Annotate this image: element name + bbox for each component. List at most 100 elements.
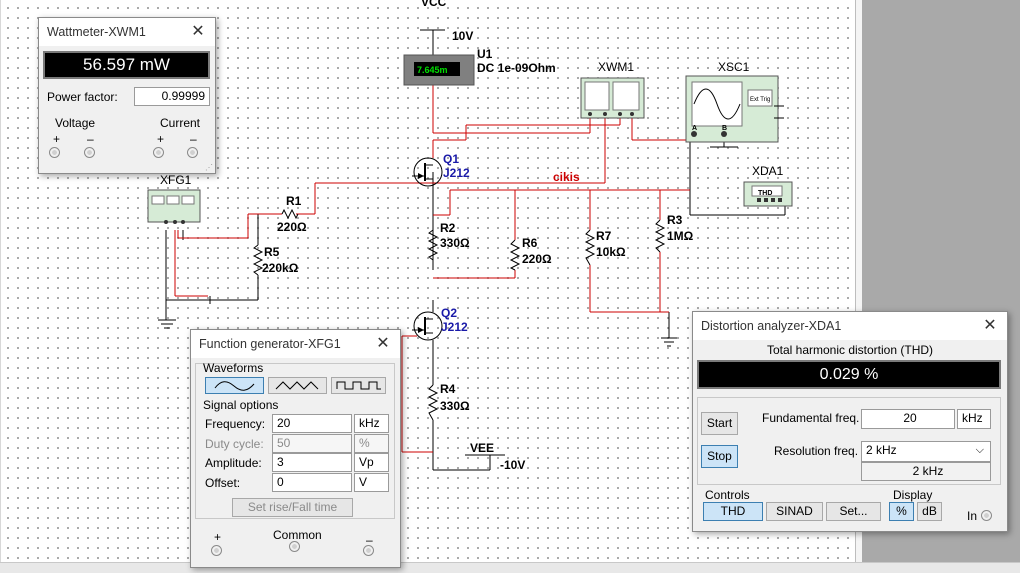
distortion-analyzer-title: Distortion analyzer-XDA1 — [701, 319, 842, 333]
output-plus-terminal[interactable] — [211, 545, 222, 556]
chevron-down-icon: ⌵ — [975, 444, 984, 456]
common-terminal[interactable] — [289, 541, 300, 552]
r4-name: R4 — [440, 382, 456, 396]
vee-label: VEE — [470, 441, 494, 455]
voltage-label: Voltage — [55, 116, 96, 130]
thd-display: 0.029 % — [697, 360, 1001, 389]
r3-name: R3 — [667, 213, 683, 227]
q1-name: Q1 — [443, 152, 459, 166]
amplitude-unit[interactable]: Vp — [354, 453, 389, 472]
amplitude-input[interactable]: 3 — [272, 453, 352, 472]
fundamental-freq-unit[interactable]: kHz — [957, 409, 991, 429]
square-wave-button[interactable] — [331, 377, 386, 394]
wattmeter-title: Wattmeter-XWM1 — [47, 25, 146, 39]
voltage-plus-label: + — [53, 132, 61, 146]
frequency-input[interactable]: 20 — [272, 414, 352, 433]
xsc1-b-label: B — [722, 125, 727, 132]
start-button[interactable]: Start — [701, 412, 738, 435]
output-minus-terminal[interactable] — [363, 545, 374, 556]
function-generator-title: Function generator-XFG1 — [199, 337, 341, 351]
r4-value: 330Ω — [440, 399, 470, 413]
xda1-name: XDA1 — [752, 164, 784, 178]
q1-symbol — [412, 157, 443, 187]
current-minus-terminal[interactable] — [187, 147, 198, 158]
set-rise-fall-button: Set rise/Fall time — [232, 498, 353, 517]
schematic-drawing: VCC 10V U1 DC 1e-09Ohm 7.645m Q1 J212 Q2… — [0, 0, 793, 562]
xfg1-name: XFG1 — [160, 173, 192, 187]
xsc1-a-label: A — [692, 125, 697, 132]
voltage-plus-terminal[interactable] — [49, 147, 60, 158]
offset-unit[interactable]: V — [354, 473, 389, 492]
canvas-right-border — [855, 0, 863, 572]
q2-model: J212 — [441, 320, 468, 334]
fundamental-freq-input[interactable]: 20 — [861, 409, 955, 429]
resolution-freq-label: Resolution freq. — [774, 444, 859, 458]
vcc-label: VCC — [421, 0, 447, 9]
power-factor-label: Power factor: — [47, 90, 118, 104]
close-icon[interactable]: ✕ — [191, 23, 205, 40]
wattmeter-titlebar[interactable]: Wattmeter-XWM1 ✕ — [39, 18, 215, 46]
fundamental-freq-label: Fundamental freq. — [762, 411, 860, 425]
vcc-value: 10V — [452, 29, 473, 43]
offset-label: Offset: — [205, 476, 241, 490]
function-generator-titlebar[interactable]: Function generator-XFG1 ✕ — [191, 330, 400, 358]
current-minus-label: – — [190, 132, 197, 146]
percent-button[interactable]: % — [889, 502, 914, 521]
stop-button[interactable]: Stop — [701, 445, 738, 468]
xda1-body[interactable] — [743, 181, 793, 207]
xsc1-body[interactable] — [685, 75, 784, 143]
close-icon[interactable]: ✕ — [983, 317, 997, 334]
close-icon[interactable]: ✕ — [376, 335, 390, 352]
current-plus-terminal[interactable] — [153, 147, 164, 158]
xfg1-body[interactable] — [147, 189, 201, 224]
input-terminal[interactable] — [981, 510, 992, 521]
current-plus-label: + — [157, 132, 165, 146]
xda1-thd-label: THD — [758, 190, 772, 197]
distortion-analyzer-titlebar[interactable]: Distortion analyzer-XDA1 ✕ — [693, 312, 1007, 340]
resolution-freq-select[interactable]: 2 kHz ⌵ — [861, 441, 991, 462]
resistor-symbols — [252, 208, 666, 421]
controls-label: Controls — [705, 488, 750, 502]
red-wires — [174, 85, 690, 453]
q2-symbol — [412, 311, 443, 341]
amplitude-label: Amplitude: — [205, 456, 262, 470]
triangle-wave-button[interactable] — [268, 377, 327, 394]
xwm1-body[interactable] — [580, 77, 645, 119]
input-label: In — [967, 509, 978, 523]
display-label: Display — [893, 488, 933, 502]
thd-header: Total harmonic distortion (THD) — [766, 343, 934, 357]
function-generator-window[interactable]: Function generator-XFG1 ✕ Waveforms Sign… — [190, 329, 401, 568]
sine-wave-button[interactable] — [205, 377, 264, 394]
r7-value: 10kΩ — [596, 245, 626, 259]
distortion-analyzer-window[interactable]: Distortion analyzer-XDA1 ✕ Total harmoni… — [692, 311, 1008, 532]
duty-cycle-input: 50 — [272, 434, 352, 453]
wattmeter-window[interactable]: Wattmeter-XWM1 ✕ 56.597 mW Power factor:… — [38, 17, 216, 174]
xsc1-ext-trig: Ext Trig — [750, 97, 770, 103]
resize-grip-icon[interactable]: ⋰ — [205, 163, 213, 172]
triangle-wave-icon — [275, 381, 319, 390]
sinad-button[interactable]: SINAD — [766, 502, 823, 521]
db-button[interactable]: dB — [917, 502, 942, 521]
r5-value: 220kΩ — [262, 261, 299, 275]
r7-name: R7 — [596, 229, 612, 243]
signal-options-label: Signal options — [203, 398, 279, 412]
resolution-freq-selected: 2 kHz — [866, 443, 897, 457]
r6-value: 220Ω — [522, 252, 552, 266]
frequency-unit[interactable]: kHz — [354, 414, 389, 433]
net-label-cikis: cikis — [553, 170, 580, 184]
waveforms-label: Waveforms — [203, 361, 264, 375]
resolution-freq-display: 2 kHz — [861, 462, 991, 481]
horizontal-scrollbar[interactable] — [0, 562, 1020, 573]
r5-name: R5 — [264, 245, 280, 259]
r3-value: 1MΩ — [667, 229, 694, 243]
frequency-label: Frequency: — [205, 417, 266, 431]
thd-button[interactable]: THD — [703, 502, 763, 521]
power-factor-value: 0.99999 — [134, 87, 210, 106]
q1-model: J212 — [443, 166, 470, 180]
xwm1-name: XWM1 — [598, 60, 634, 74]
voltage-minus-terminal[interactable] — [84, 147, 95, 158]
set-button[interactable]: Set... — [826, 502, 881, 521]
options-group — [195, 363, 395, 519]
offset-input[interactable]: 0 — [272, 473, 352, 492]
r1-name: R1 — [286, 194, 302, 208]
